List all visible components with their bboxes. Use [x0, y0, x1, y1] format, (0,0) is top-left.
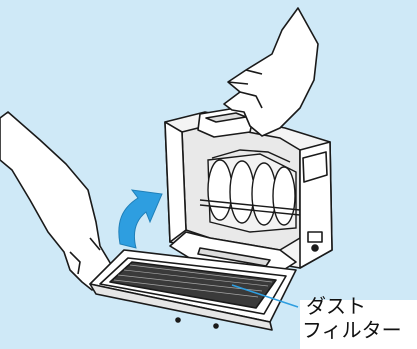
dust-filter-label-line2: フィルター [302, 318, 417, 342]
dust-filter-label: ダスト フィルター [302, 294, 417, 342]
dust-filter-label-line1: ダスト [302, 294, 417, 318]
